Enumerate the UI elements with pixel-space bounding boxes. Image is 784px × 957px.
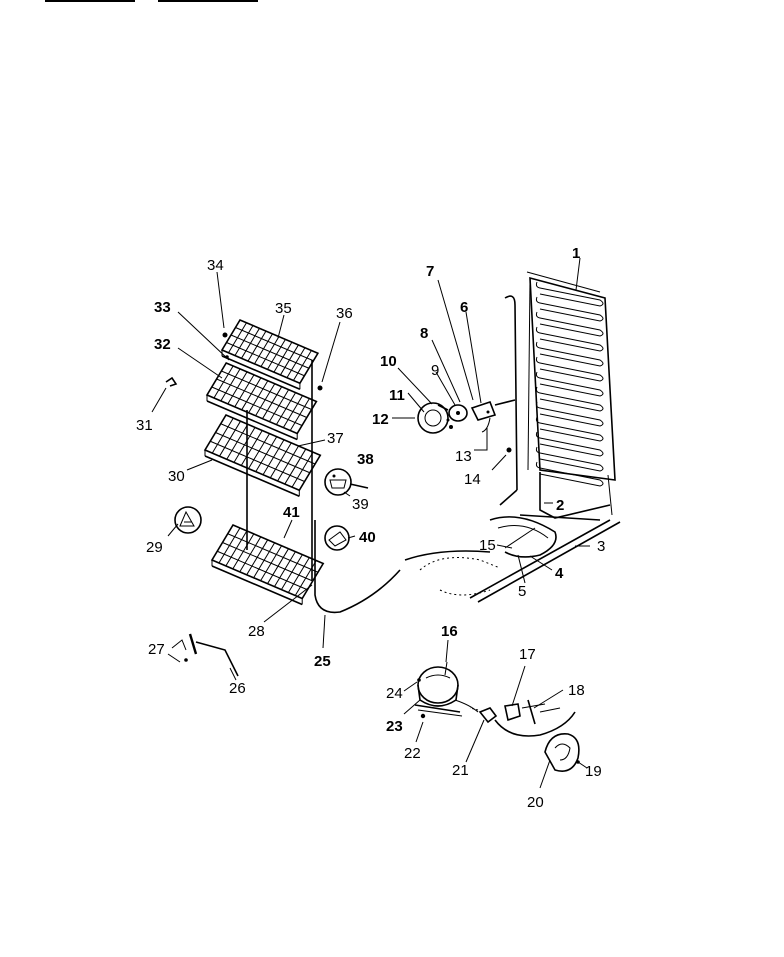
leader-lines: [151, 257, 590, 789]
callout-18: 18: [568, 682, 585, 699]
callout-2: 2: [556, 497, 564, 514]
callout-20: 20: [527, 794, 544, 811]
shelf-top: [220, 318, 320, 390]
callout-25: 25: [314, 653, 331, 670]
callout-23: 23: [386, 718, 403, 735]
callout-26: 26: [229, 680, 246, 697]
callout-14: 14: [464, 471, 481, 488]
callout-40: 40: [359, 529, 376, 546]
callout-27: 27: [148, 641, 165, 658]
callout-16: 16: [441, 623, 458, 640]
coil-tube: [535, 401, 604, 427]
coil-tube: [535, 281, 604, 307]
part-29-badge: [174, 506, 202, 534]
callout-8: 8: [420, 325, 428, 342]
hinge-parts: [167, 633, 239, 677]
callout-31: 31: [136, 417, 153, 434]
coil-tube: [535, 341, 604, 367]
relay-overload: [469, 699, 576, 737]
coil-tube: [535, 416, 604, 442]
coil-tube: [535, 446, 604, 472]
callout-17: 17: [519, 646, 536, 663]
callout-32: 32: [154, 336, 171, 353]
callout-labels: 1 2 3 4 5 6 7 8 9 10 11 12 13 14 15 16 1…: [136, 245, 605, 811]
drain-pan: [404, 516, 557, 596]
shelf-second: [205, 361, 318, 441]
relay-cover: [544, 733, 580, 772]
shelf-bottom: [210, 523, 325, 606]
callout-3: 3: [597, 538, 605, 555]
coil-tube: [535, 371, 604, 397]
callout-35: 35: [275, 300, 292, 317]
callout-37: 37: [327, 430, 344, 447]
coil-tube: [535, 431, 604, 457]
shelf-supports: [246, 360, 313, 580]
callout-6: 6: [460, 299, 468, 316]
callout-11: 11: [389, 387, 405, 404]
coil-tube: [535, 461, 604, 487]
callout-13: 13: [455, 448, 472, 465]
shelf-third: [203, 413, 322, 497]
callout-15: 15: [479, 537, 496, 554]
callout-33: 33: [154, 299, 171, 316]
callout-24: 24: [386, 685, 403, 702]
coil-tube: [535, 386, 604, 412]
callout-22: 22: [404, 745, 421, 762]
callout-41: 41: [283, 504, 300, 521]
callout-7: 7: [426, 263, 434, 280]
callout-21: 21: [452, 762, 469, 779]
shelves: [203, 318, 325, 606]
compressor: [414, 661, 479, 719]
callout-9: 9: [431, 362, 439, 379]
coil-tube: [535, 326, 604, 352]
small-parts-left: [165, 332, 323, 391]
callout-29: 29: [146, 539, 163, 556]
callout-12: 12: [372, 411, 389, 428]
callout-36: 36: [336, 305, 353, 322]
callout-34: 34: [207, 257, 224, 274]
connecting-tube: [314, 520, 401, 614]
coil-tube: [535, 311, 604, 337]
callout-19: 19: [585, 763, 602, 780]
thermostat-assembly: [417, 399, 516, 453]
callout-1: 1: [572, 245, 580, 262]
callout-4: 4: [555, 565, 564, 582]
callout-38: 38: [357, 451, 374, 468]
callout-28: 28: [248, 623, 265, 640]
callout-39: 39: [352, 496, 369, 513]
condenser-coil: [526, 271, 616, 487]
coil-tube: [535, 296, 604, 322]
part-40-badge: [324, 525, 350, 551]
callout-10: 10: [380, 353, 397, 370]
refrigerant-tubing: [469, 295, 621, 603]
part-39-badge: [324, 468, 369, 496]
callout-5: 5: [518, 583, 526, 600]
coil-tube: [535, 356, 604, 382]
callout-30: 30: [168, 468, 185, 485]
